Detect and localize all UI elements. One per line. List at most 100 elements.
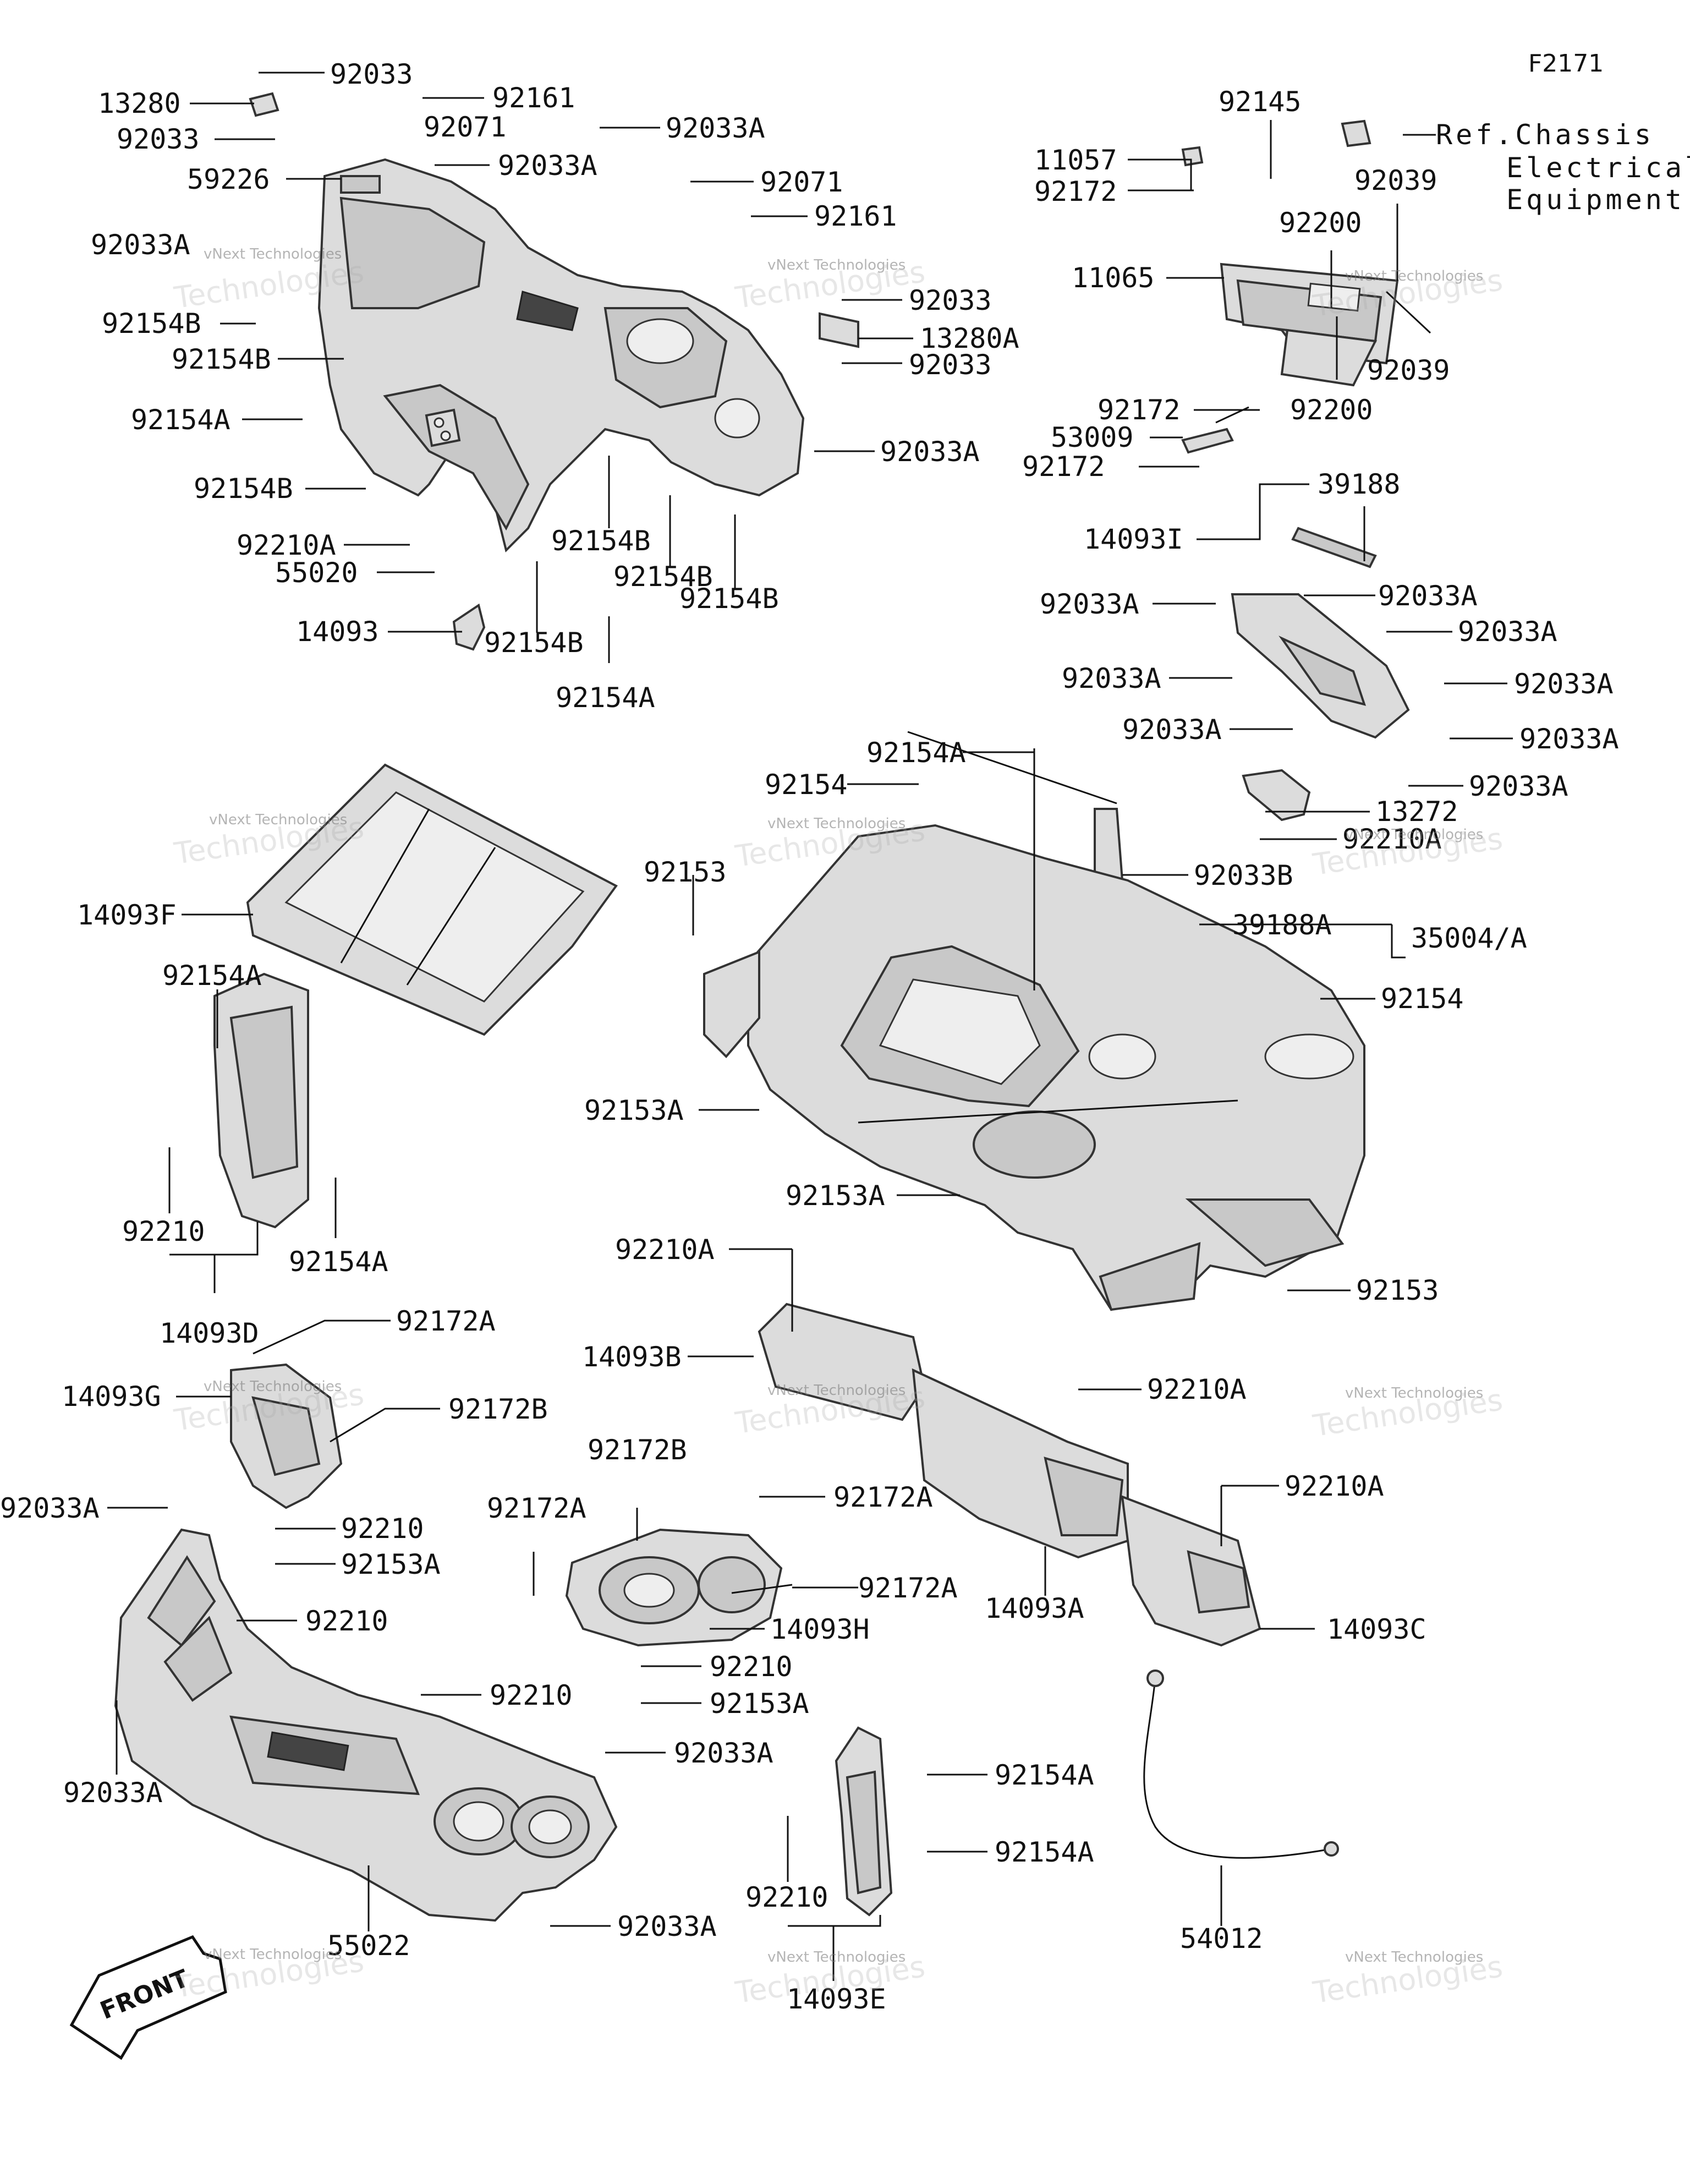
part-label: 14093G (62, 1381, 161, 1413)
part-label: 14093 (296, 616, 379, 648)
part-label: 92154B (194, 473, 293, 505)
part-label: 92033B (1194, 860, 1293, 891)
watermark-text: vNext Technologies (204, 246, 342, 262)
part-label: 92154B (613, 561, 713, 593)
part-label: 13280A (920, 322, 1019, 354)
part-label: 92154B (551, 525, 651, 557)
part-label: 92033A (91, 229, 190, 261)
clip-53009 (1181, 428, 1234, 454)
part-label: 14093I (1084, 523, 1183, 555)
part-label: 53009 (1051, 422, 1134, 453)
part-label: 92033A (617, 1911, 717, 1942)
cover-14093C (1121, 1495, 1261, 1647)
part-label: 92172A (396, 1305, 496, 1337)
part-label: 92210 (122, 1216, 205, 1247)
part-label: 92210 (305, 1605, 388, 1637)
part-label: 92033A (1469, 770, 1568, 802)
watermark-text: vNext Technologies (767, 1949, 906, 1966)
part-label: 14093C (1327, 1613, 1426, 1645)
part-label: 92172 (1098, 394, 1181, 426)
watermark-text: vNext Technologies (209, 812, 347, 828)
strip-39188 (1291, 527, 1377, 568)
part-label: 92210A (615, 1234, 715, 1266)
part-label: 92033A (63, 1777, 163, 1809)
part-label: 13280 (98, 87, 181, 119)
watermark-text: vNext Technologies (204, 1946, 342, 1963)
part-label: 92033A (1378, 580, 1478, 612)
part-label: 92153 (1356, 1274, 1439, 1306)
hood-35004A (703, 824, 1365, 1311)
part-label: 92210A (1147, 1373, 1247, 1405)
part-label: 92033 (909, 349, 992, 381)
watermark-text: vNext Technologies (1345, 826, 1483, 843)
latch-11057 (1181, 146, 1204, 167)
connector-ref (1341, 119, 1371, 147)
part-label: 92161 (814, 200, 897, 232)
part-label: 92033 (909, 284, 992, 316)
part-label: 92210 (745, 1881, 828, 1913)
part-label: 92154A (131, 404, 231, 436)
part-label: 92033A (0, 1492, 100, 1524)
part-label: 92154A (995, 1836, 1094, 1868)
part-label: 92154A (866, 737, 966, 769)
part-label: 92172B (448, 1393, 548, 1425)
part-label: 55022 (327, 1930, 410, 1962)
part-label: 92033A (498, 150, 597, 182)
part-label: 92172A (858, 1572, 958, 1604)
ref-note-line2: Electrical (1506, 152, 1690, 184)
watermark-text: vNext Technologies (1345, 1385, 1483, 1402)
ref-note-line3: Equipment (1506, 184, 1685, 216)
part-label: 92071 (424, 111, 507, 143)
figure-code: F2171 (1528, 50, 1604, 78)
watermark-text: vNext Technologies (204, 1378, 342, 1395)
part-label: 92033 (117, 123, 200, 155)
part-label: 92033A (1514, 668, 1614, 700)
part-label: 92154B (102, 308, 201, 340)
cover-14093A (912, 1368, 1129, 1559)
ref-note-line1: Ref.Chassis (1436, 119, 1654, 151)
part-label: 92172 (1034, 176, 1117, 207)
bumper-55022 (114, 1528, 618, 1922)
part-label: 92154B (172, 343, 271, 375)
part-label: 92154B (484, 627, 584, 659)
cover-14093D (213, 972, 309, 1229)
part-label: 92154A (162, 960, 262, 992)
part-label: 14093E (787, 1983, 886, 2015)
part-label: 92210A (237, 529, 336, 561)
bracket-14093G (230, 1363, 343, 1509)
part-label: 92210A (1342, 823, 1442, 855)
part-label: 39188A (1232, 909, 1332, 941)
instrument-panel-frame (317, 158, 805, 552)
part-label: 92153A (341, 1548, 441, 1580)
part-label: 92172A (833, 1481, 933, 1513)
leader-lines (107, 72, 1513, 1981)
part-label: 92033A (880, 436, 980, 468)
part-label: 39188 (1318, 468, 1401, 500)
part-label: 92153A (584, 1094, 684, 1126)
part-labels: F2171 Ref.Chassis Electrical Equipment 9… (0, 50, 1690, 2015)
part-label: 92039 (1354, 165, 1437, 196)
part-label: 92153A (786, 1180, 885, 1212)
part-label: 92200 (1279, 207, 1362, 239)
part-label: 11065 (1072, 262, 1155, 294)
part-label: 55020 (275, 557, 358, 589)
cover-14093 (452, 603, 486, 651)
part-label: 92210 (710, 1651, 793, 1683)
watermark-text: vNext Technologies (767, 257, 906, 273)
part-label: 92154 (765, 769, 848, 801)
part-label: 92039 (1367, 354, 1450, 386)
watermark-text: vNext Technologies (767, 1382, 906, 1399)
part-label: 92210 (490, 1679, 573, 1711)
part-label: 92210A (1285, 1470, 1384, 1502)
part-label: 92210 (341, 1513, 424, 1545)
part-label: 92154 (1381, 983, 1464, 1015)
part-label: 92033A (1062, 663, 1161, 694)
part-label: 92154B (679, 583, 779, 615)
part-label: 92153A (710, 1688, 809, 1720)
watermark-text: vNext Technologies (1345, 1949, 1483, 1966)
part-label: 92033A (1458, 616, 1557, 648)
grommet-55020 (425, 408, 461, 447)
part-label: 14093F (77, 899, 177, 931)
cable-54012 (1143, 1670, 1339, 1859)
panel-14093F (246, 763, 618, 1036)
